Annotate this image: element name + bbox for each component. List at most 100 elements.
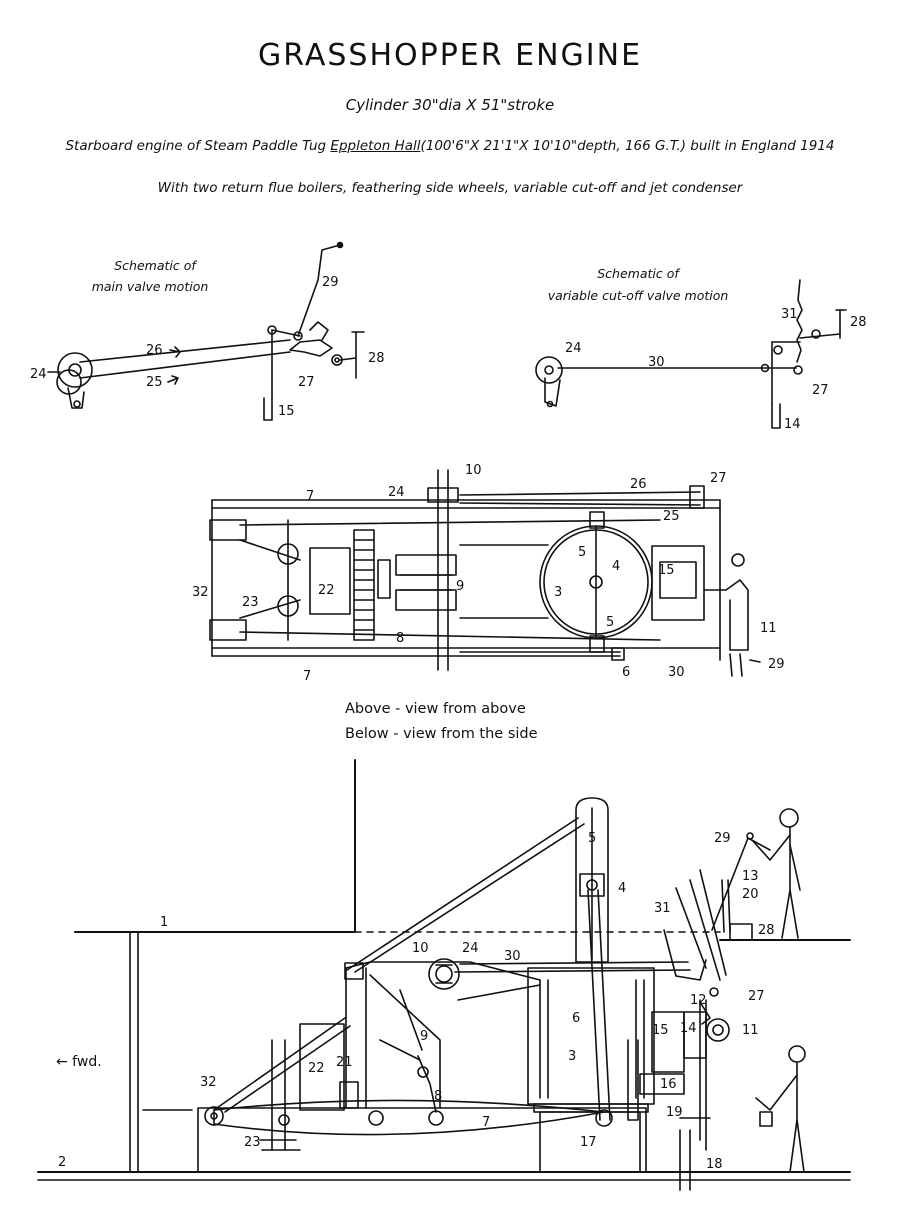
label-29: 29: [322, 275, 339, 290]
plan-label-7b: 7: [303, 669, 311, 684]
cutoff-link: [339, 357, 357, 361]
frame-block: [344, 962, 364, 980]
condenser-11-inner: [712, 1024, 724, 1036]
side-label-20: 20: [742, 887, 759, 902]
plan-label-15: 15: [658, 563, 675, 578]
plan-guide-bottom: [395, 589, 457, 611]
beam-pivot-32: [204, 1106, 224, 1126]
side-label-32: 32: [200, 1075, 217, 1090]
side-label-18: 18: [706, 1157, 723, 1172]
beam-pivot-center: [210, 1112, 218, 1120]
reversing-pivot: [293, 331, 303, 341]
frame-struts: [369, 974, 541, 1109]
label-25: 25: [146, 375, 163, 390]
plan-label-5a: 5: [578, 545, 586, 560]
diagram-title: GRASSHOPPER ENGINE: [257, 38, 643, 73]
side-label-15: 15: [652, 1023, 669, 1038]
lever-handle: [336, 241, 344, 249]
cutoff-weighshaft: [793, 365, 803, 375]
plan-beam-top: [239, 519, 661, 526]
main-eccentric-disc: [57, 352, 93, 388]
lever-12: [699, 1001, 711, 1025]
diagonal-stay-2: [354, 823, 585, 973]
plan-label-7a: 7: [306, 489, 314, 504]
side-label-1: 1: [160, 915, 168, 930]
plan-label-26: 26: [630, 477, 647, 492]
schematic-main-caption-1: Schematic of: [114, 258, 197, 273]
crosshead-pin: [586, 879, 598, 891]
plan-label-3: 3: [554, 585, 562, 600]
side-label-17: 17: [580, 1135, 597, 1150]
plan-pipe-elbow: [731, 553, 745, 567]
plan-label-23: 23: [242, 595, 259, 610]
handle-13: [689, 869, 727, 981]
side-label-23: 23: [244, 1135, 261, 1150]
weighshaft-center: [334, 357, 340, 363]
pump-link-diag: [213, 1017, 346, 1111]
lever-29: [711, 837, 771, 931]
air-pump-22: [299, 1023, 345, 1111]
eccentric-rod-25: [79, 351, 291, 379]
condenser-11: [706, 1018, 730, 1042]
side-label-10: 10: [412, 941, 429, 956]
pipe-16: [627, 1039, 639, 1121]
rod-8: [417, 1055, 437, 1113]
plan-rod-26: [459, 491, 701, 496]
plan-label-27: 27: [710, 471, 727, 486]
plan-piston-21: [377, 559, 391, 599]
plan-side-rod-top: [589, 511, 605, 529]
side-label-6: 6: [572, 1011, 580, 1026]
beam-pump-link: [278, 1114, 290, 1126]
rod-9: [379, 989, 423, 1061]
main-eccentric-arm: [67, 387, 85, 409]
plan-label-30: 30: [668, 665, 685, 680]
label-15: 15: [278, 404, 295, 419]
cutoff-label-30: 30: [648, 355, 665, 370]
frame-standard: [345, 961, 541, 1109]
piston-links-5: [575, 797, 609, 963]
plan-label-5b: 5: [606, 615, 614, 630]
view-above-caption: Above - view from above: [345, 701, 526, 717]
schematic-cutoff-caption-1: Schematic of: [597, 266, 680, 281]
arrow-26: [169, 346, 181, 358]
side-label-30: 30: [504, 949, 521, 964]
plan-label-4: 4: [612, 559, 620, 574]
side-label-29: 29: [714, 831, 731, 846]
cutoff-label-28: 28: [850, 315, 867, 330]
beam-link: [428, 1110, 444, 1126]
plan-air-pump: [309, 547, 351, 615]
side-label-16: 16: [660, 1077, 677, 1092]
beam-7: [213, 1099, 605, 1136]
figure-upper-arm-2: [789, 844, 801, 891]
boiler-description: With two return flue boilers, feathering…: [157, 180, 743, 196]
rod-31: [675, 887, 707, 969]
side-label-27: 27: [748, 989, 765, 1004]
plan-valve-box: [659, 561, 697, 599]
beam-center: [368, 1110, 384, 1126]
cylinder-ribs: [539, 979, 645, 1099]
plan-label-25: 25: [663, 509, 680, 524]
description-prefix: Starboard engine of Steam Paddle Tug: [65, 138, 331, 154]
plan-beam-top-diag: [239, 539, 301, 561]
plan-label-32: 32: [192, 585, 209, 600]
side-label-9: 9: [420, 1029, 428, 1044]
figure-lower-arm: [755, 1074, 798, 1111]
side-elevation: 1 2 3 4 5 6 7 8 9 10 11 12 13 14 15 16 1…: [37, 759, 851, 1191]
pin-27: [709, 987, 719, 997]
plan-valve-chest-15: [651, 545, 705, 621]
description-suffix: (100'6"X 21'1"X 10'10"depth, 166 G.T.) b…: [420, 138, 835, 154]
engine-bed: [197, 1107, 647, 1173]
plan-bearing-top: [209, 519, 247, 541]
label-24: 24: [30, 367, 47, 382]
cutoff-label-27: 27: [812, 383, 829, 398]
plan-crosshead-frame: [353, 529, 375, 641]
arrow-25: [167, 375, 179, 385]
figure-lower-head: [788, 1045, 806, 1063]
figure-lower-legs: [789, 1119, 805, 1173]
vessel-name: Eppleton Hall: [330, 138, 421, 154]
cylinder-3: [527, 967, 655, 1105]
diagonal-stay: [346, 817, 579, 971]
valve-bracket: [663, 929, 707, 981]
plan-pipe-11: [703, 579, 749, 651]
cutoff-valve-schematic: Schematic of variable cut-off valve moti…: [535, 266, 867, 432]
